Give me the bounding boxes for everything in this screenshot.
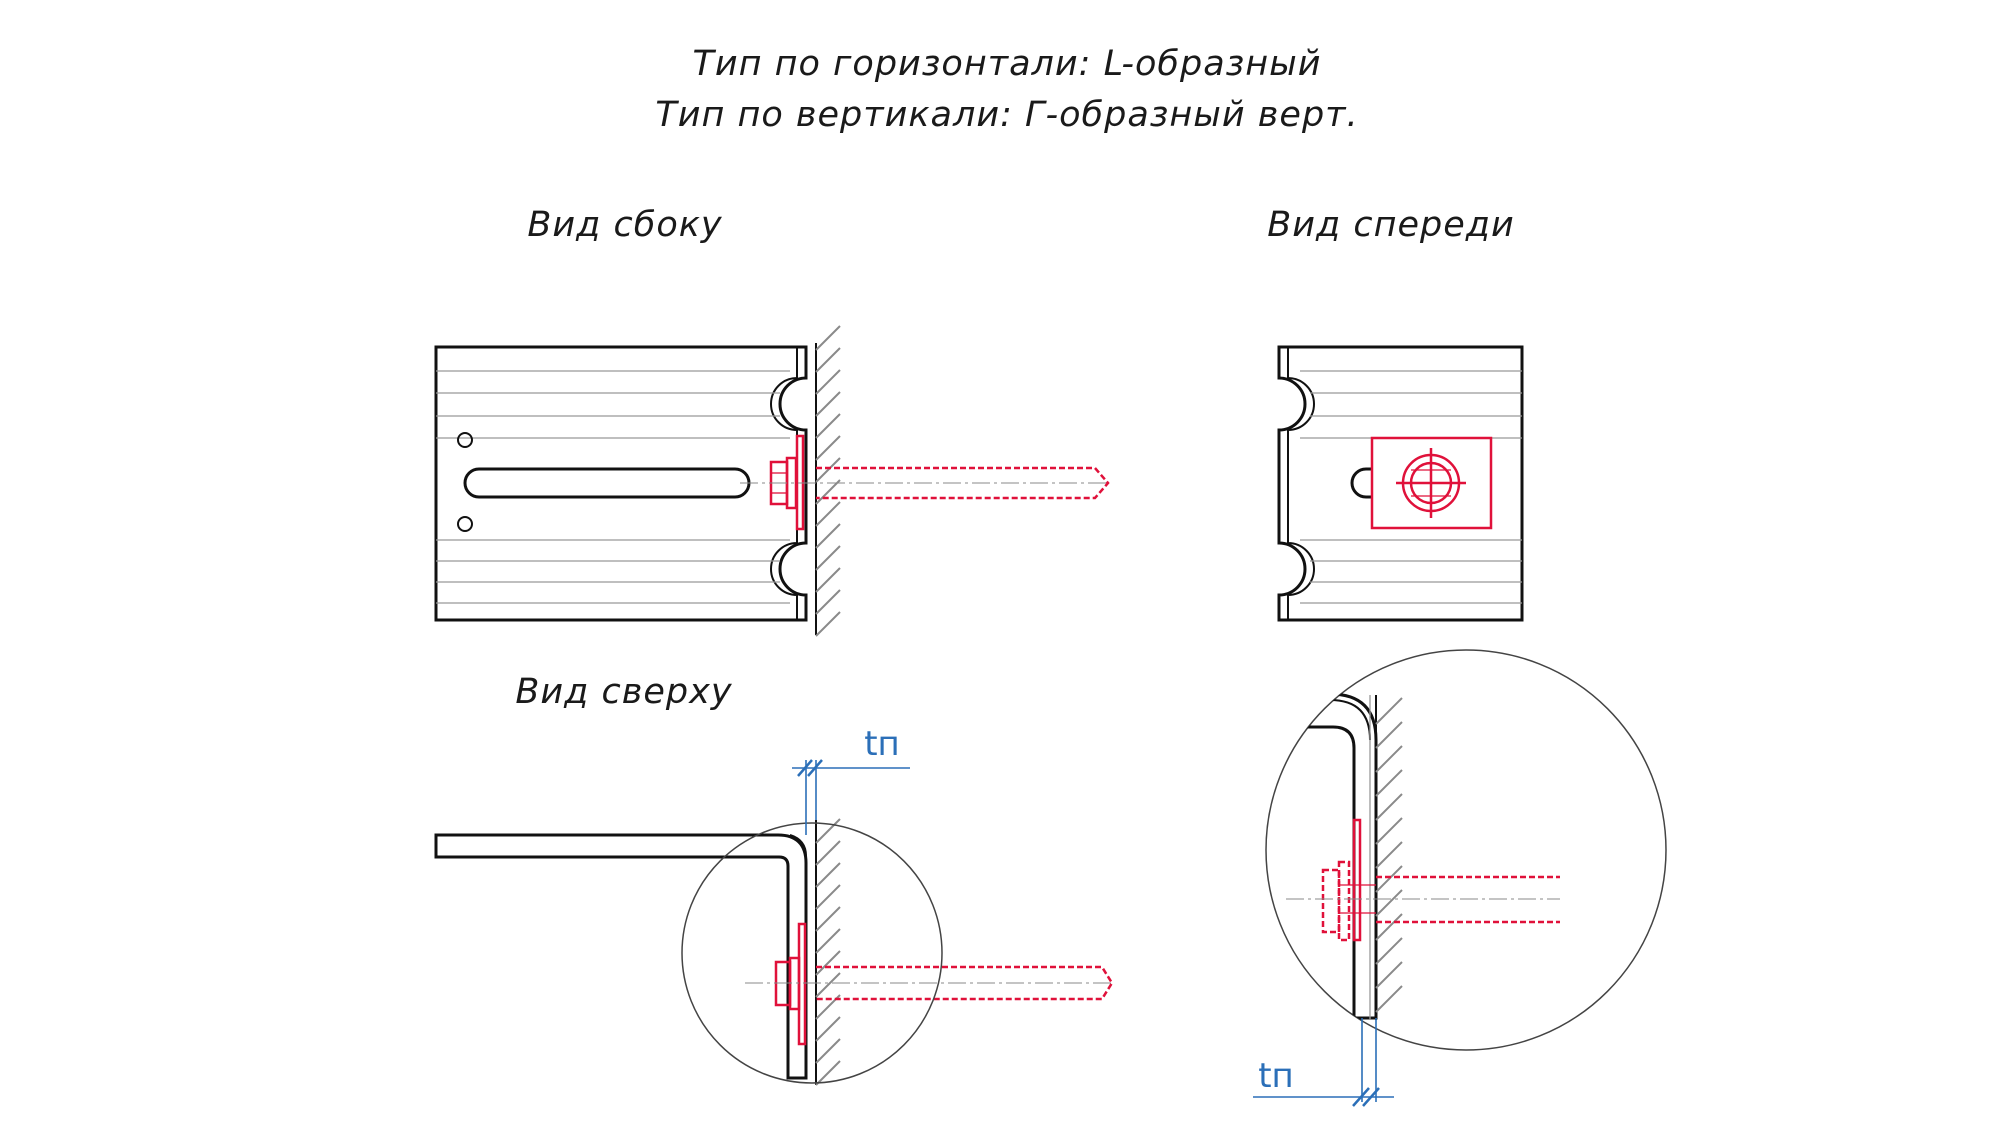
front-bracket-flange [1287,347,1315,620]
title-horizontal-type: Тип по горизонтали: L-образный [692,44,1321,84]
detail-view: tп [1253,649,1667,1107]
side-wall-hatch [815,325,841,637]
side-hole-top [457,432,473,448]
side-slot [463,467,751,499]
detail-tn-dimension [1253,1018,1394,1107]
top-view: tп [434,724,1114,1086]
side-view [434,325,1110,637]
top-view-label: Вид сверху [515,672,732,712]
side-ribs [436,370,790,604]
top-tn-label: tп [864,724,900,764]
side-view-label: Вид сбоку [527,205,722,245]
front-view [1277,345,1524,622]
top-anchor-bolt [745,922,1114,1046]
detail-anchor-bolt [1286,818,1560,942]
front-view-label: Вид спереди [1267,205,1514,245]
detail-bracket-bend [1266,699,1371,741]
front-bracket-outline [1277,345,1524,622]
side-bracket-outline [434,345,808,622]
title-vertical-type: Тип по вертикали: Г-образный верт. [655,95,1358,135]
detail-wall-hatch [1375,697,1403,1013]
side-hole-bottom [457,516,473,532]
top-bracket-bend [789,834,807,857]
detail-circle [1265,649,1667,1051]
detail-bracket-profile [1266,692,1378,1020]
front-bolt-head [1396,448,1466,518]
detail-tn-label: tп [1258,1056,1294,1096]
top-wall-hatch [815,818,841,1086]
top-tn-dimension [792,759,910,835]
front-washer-plate [1370,436,1493,530]
top-bracket-profile [434,833,808,1080]
side-anchor-bolt [740,434,1110,531]
front-slot-end [1350,467,1372,499]
top-detail-circle [681,822,943,1084]
